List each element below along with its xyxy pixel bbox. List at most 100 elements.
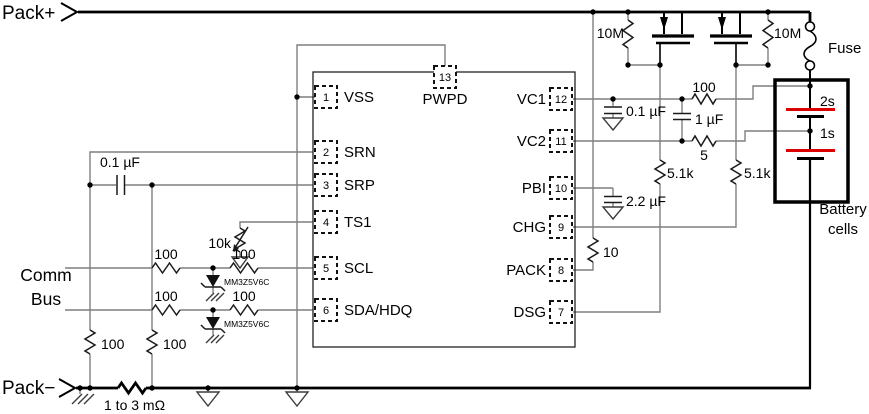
pin-number-7: 7 [558, 307, 564, 319]
c-pbi-symbol [604, 195, 622, 204]
pin-number-8: 8 [558, 265, 564, 277]
pin-box-12 [549, 87, 573, 111]
pin-box-10 [549, 176, 573, 200]
pin-name-pack: PACK [506, 262, 546, 279]
gnd-pack-chassis-icon [71, 393, 95, 405]
value-r-sda-a: 100 [154, 288, 178, 304]
pin-number-12: 12 [555, 94, 567, 106]
pack-net-wire [573, 12, 594, 271]
value-d-scl: MM3Z5V6C [224, 277, 269, 287]
label-comm: Comm [20, 265, 72, 285]
pin-name-ts1: TS1 [344, 214, 372, 231]
label-pack-plus: Pack+ [2, 3, 55, 24]
r-scl-b-symbol [229, 261, 259, 275]
c-vc1-vc2-symbol [673, 112, 691, 121]
pin-name-scl: SCL [344, 260, 373, 277]
value-r-pull-left: 100 [101, 336, 125, 352]
value-r-scl-b: 100 [232, 246, 256, 262]
gnd-thermistor-icon [230, 256, 250, 270]
value-r-vc1: 100 [692, 79, 716, 95]
d-scl-zener-icon [206, 275, 220, 287]
label-cell-2s: 2s [820, 93, 835, 109]
pin-box-1 [314, 85, 338, 109]
pin-box-11 [549, 129, 573, 153]
pin-name-srp: SRP [344, 177, 375, 194]
value-r-10m-right: 10M [774, 25, 801, 41]
pack-plus-connector-icon [60, 2, 80, 22]
d-scl-cathode-bar [200, 282, 226, 292]
value-r-sense: 1 to 3 mΩ [104, 397, 165, 413]
fet1-arrow-icon [660, 17, 668, 30]
sense-resistor-symbol [116, 380, 148, 396]
pin-number-2: 2 [323, 147, 329, 159]
r-pull-left-symbol [83, 329, 97, 355]
value-c-sense: 0.1 µF [100, 154, 140, 170]
fet2-symbol [721, 12, 741, 34]
value-r-10m-left: 10M [597, 25, 624, 41]
pin-name-pbi: PBI [522, 180, 546, 197]
chg-net-wire [573, 65, 737, 228]
pin-name-vc1: VC1 [517, 91, 546, 108]
fuse-symbol [803, 21, 817, 71]
pin-box-4 [314, 210, 338, 234]
r-dsg-symbol [653, 159, 667, 185]
d-sda-zener-icon [206, 317, 220, 329]
pin-number-4: 4 [323, 217, 329, 229]
component-symbols [83, 19, 775, 355]
label-pack-minus: Pack− [2, 378, 55, 399]
ground-symbols [71, 117, 625, 408]
label-cell-1s: 1s [820, 125, 835, 141]
gnd-ic-icon [284, 391, 310, 408]
pin-name-sda-hdq: SDA/HDQ [344, 302, 412, 319]
r-vc1-symbol [691, 92, 717, 106]
pin-number-3: 3 [323, 180, 329, 192]
value-c-vc1-vc2: 1 µF [695, 111, 723, 127]
r-pack-symbol [586, 237, 600, 263]
fet2-arrow-icon [718, 17, 726, 30]
value-r-sda-b: 100 [232, 288, 256, 304]
ts1-net-wire [239, 221, 313, 257]
signal-wires [65, 12, 810, 394]
gnd-vc1-cap-icon [601, 117, 625, 132]
pin-box-9 [549, 215, 573, 239]
pack-plus-rail [78, 10, 812, 22]
pin-box-2 [314, 140, 338, 164]
c-vc1-symbol [604, 106, 622, 115]
label-battery-1: Battery [819, 201, 867, 218]
label-fuse: Fuse [828, 40, 861, 57]
pin-box-3 [314, 173, 338, 197]
battery-box [773, 78, 850, 204]
pin-number-9: 9 [558, 222, 564, 234]
pin-number-1: 1 [323, 92, 329, 104]
fuse-terminal-bottom [804, 60, 816, 71]
gate-bias-links [627, 12, 769, 66]
text-labels: Pack+ Pack− Comm Bus Fuse Battery cells … [2, 3, 867, 413]
pin-box-13 [433, 65, 457, 89]
r-scl-a-symbol [151, 261, 181, 275]
r-sda-b-symbol [229, 303, 259, 317]
r-pull-right-symbol [145, 329, 159, 355]
protection-fets [652, 12, 752, 65]
c-sense-symbol [116, 175, 126, 195]
value-c-vc1: 0.1 µF [626, 103, 666, 119]
r-sda-a-symbol [151, 303, 181, 317]
pin-number-5: 5 [323, 263, 329, 275]
value-r-scl-a: 100 [154, 246, 178, 262]
r-10m-right-symbol [761, 19, 775, 49]
d-sda-cathode-bar [200, 324, 226, 334]
fuse-terminal-top [804, 21, 816, 32]
pin-name-vc2: VC2 [517, 133, 546, 150]
junction-dots [77, 9, 813, 391]
pin-name-dsg: DSG [513, 304, 546, 321]
pin-number-6: 6 [323, 305, 329, 317]
dsg-net-wire [573, 65, 661, 313]
srp-net-wire [151, 184, 313, 388]
value-r-vc2: 5 [700, 147, 708, 163]
pin-box-8 [549, 258, 573, 282]
pin-name-pwpd: PWPD [423, 91, 468, 108]
battery-cells [773, 70, 850, 204]
fet1-symbol [663, 12, 683, 34]
pin-name-chg: CHG [513, 219, 546, 236]
